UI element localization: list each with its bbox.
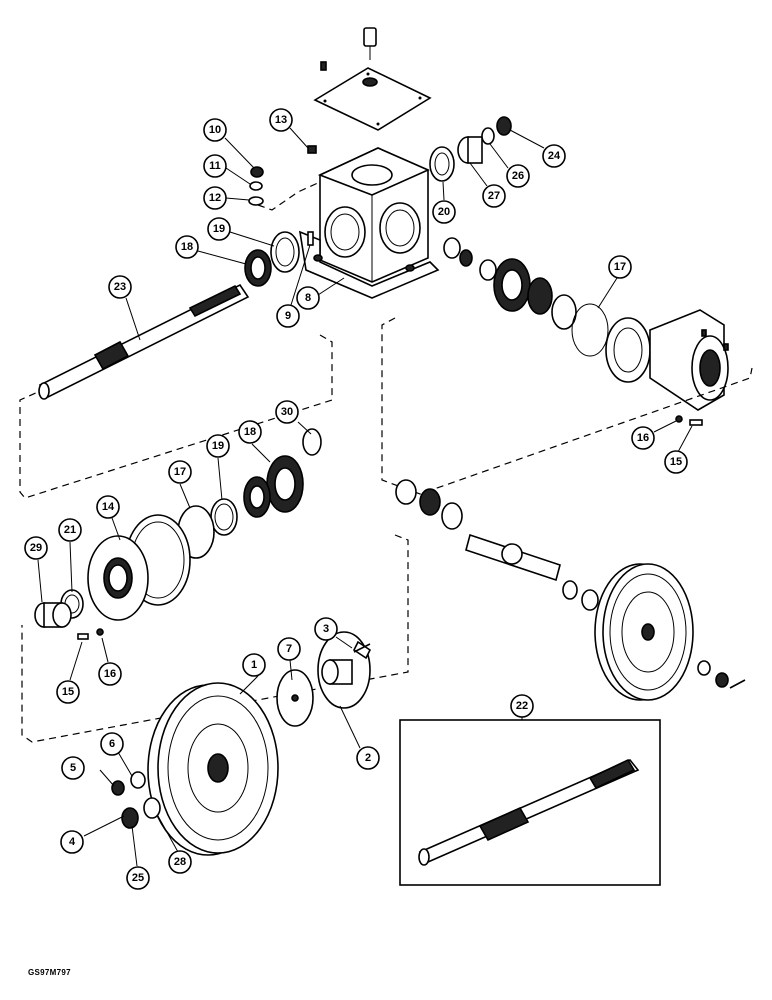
svg-text:27: 27: [488, 190, 500, 202]
bearing-set-upper-left: [244, 231, 300, 287]
callout-18: 18: [238, 420, 262, 444]
drawing-code: GS97M797: [28, 968, 71, 977]
svg-text:16: 16: [637, 432, 649, 444]
callout-2: 2: [356, 746, 380, 770]
svg-text:14: 14: [102, 501, 115, 513]
svg-text:8: 8: [305, 292, 311, 304]
svg-text:16: 16: [104, 668, 116, 680]
svg-text:15: 15: [670, 456, 682, 468]
gearbox-housing: [298, 147, 440, 299]
gear-train-right: [443, 237, 729, 426]
svg-text:18: 18: [181, 241, 193, 253]
lower-left-pulley-assembly: [111, 631, 372, 856]
dashed-group-left: [19, 334, 333, 499]
callout-25: 25: [126, 866, 150, 890]
callout-15: 15: [56, 680, 80, 704]
callout-29: 29: [24, 536, 48, 560]
shaft-23: [38, 283, 250, 400]
callout-17: 17: [608, 255, 632, 279]
upper-right-bearings: [429, 116, 512, 182]
svg-text:19: 19: [213, 223, 225, 235]
callout-23: 23: [108, 275, 132, 299]
callout-5: 5: [61, 756, 85, 780]
leader-lines: [37, 127, 693, 867]
svg-text:5: 5: [70, 762, 76, 774]
callout-30: 30: [275, 400, 299, 424]
svg-text:4: 4: [69, 836, 76, 848]
svg-text:22: 22: [516, 700, 528, 712]
callout-15: 15: [664, 450, 688, 474]
callout-12: 12: [203, 186, 227, 210]
small-hardware-housing: [248, 145, 321, 246]
callout-9: 9: [276, 304, 300, 328]
svg-text:13: 13: [275, 114, 287, 126]
svg-text:28: 28: [174, 856, 186, 868]
middle-left-parts: [87, 428, 322, 621]
callout-1: 1: [242, 653, 266, 677]
svg-text:25: 25: [132, 872, 144, 884]
svg-text:17: 17: [174, 466, 186, 478]
svg-text:20: 20: [438, 206, 450, 218]
callout-14: 14: [96, 495, 120, 519]
svg-text:1: 1: [251, 659, 257, 671]
callout-13: 13: [269, 108, 293, 132]
callout-10: 10: [203, 118, 227, 142]
callout-16: 16: [631, 426, 655, 450]
svg-text:30: 30: [281, 406, 293, 418]
right-shaft-pulley-assembly: [395, 479, 746, 701]
shaft-22-inset: [399, 719, 661, 886]
cover-plate: [313, 27, 432, 131]
callout-27: 27: [482, 184, 506, 208]
svg-text:23: 23: [114, 281, 126, 293]
seal-and-bearing-left: [34, 589, 104, 640]
svg-text:29: 29: [30, 542, 42, 554]
svg-text:24: 24: [548, 150, 561, 162]
svg-text:3: 3: [323, 623, 329, 635]
callout-3: 3: [314, 617, 338, 641]
callout-16: 16: [98, 662, 122, 686]
callout-24: 24: [542, 144, 566, 168]
callout-18: 18: [175, 235, 199, 259]
svg-text:12: 12: [209, 192, 221, 204]
callout-22: 22: [510, 694, 534, 718]
callout-4: 4: [60, 830, 84, 854]
callout-19: 19: [206, 434, 230, 458]
svg-text:26: 26: [512, 170, 524, 182]
callout-19: 19: [207, 217, 231, 241]
svg-text:9: 9: [285, 310, 291, 322]
svg-text:7: 7: [286, 643, 292, 655]
callout-26: 26: [506, 164, 530, 188]
callout-20: 20: [432, 200, 456, 224]
svg-text:15: 15: [62, 686, 74, 698]
callout-8: 8: [296, 286, 320, 310]
svg-text:17: 17: [614, 261, 626, 273]
svg-text:21: 21: [64, 524, 76, 536]
dashed-group-right: [381, 317, 753, 495]
callout-28: 28: [168, 850, 192, 874]
svg-text:10: 10: [209, 124, 221, 136]
svg-text:11: 11: [209, 160, 221, 172]
svg-text:18: 18: [244, 426, 256, 438]
callout-17: 17: [168, 460, 192, 484]
callout-6: 6: [100, 732, 124, 756]
svg-text:2: 2: [365, 752, 371, 764]
callout-11: 11: [203, 154, 227, 178]
callout-7: 7: [277, 637, 301, 661]
svg-text:6: 6: [109, 738, 115, 750]
callout-21: 21: [58, 518, 82, 542]
svg-text:19: 19: [212, 440, 224, 452]
